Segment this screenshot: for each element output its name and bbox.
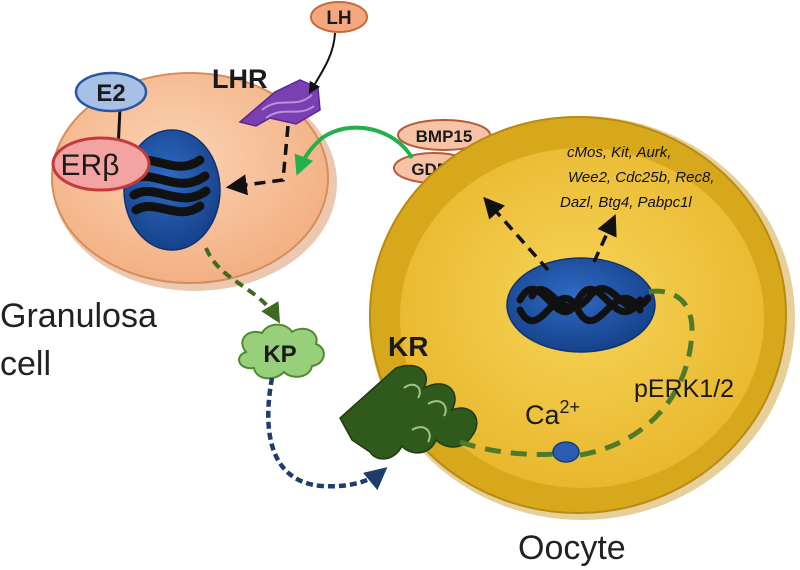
granulosa-label-line-1: Granulosa (0, 297, 157, 335)
gene-list-line-3: Dazl, Btg4, Pabpc1l (560, 194, 692, 211)
bmp15-label: BMP15 (416, 127, 473, 146)
lh-label: LH (326, 8, 351, 29)
lhr-to-nucleus-arrow (225, 125, 290, 196)
kisspeptin-receptor-icon (339, 364, 478, 460)
oocyte-label: Oocyte (518, 529, 626, 567)
gene-list-line-2: Wee2, Cdc25b, Rec8, (568, 169, 714, 186)
calcium-charge: 2+ (560, 397, 581, 417)
kp-to-kr-arrow (266, 377, 388, 491)
chromatin-icon (516, 285, 652, 325)
kp-label: KP (263, 341, 296, 368)
er-beta-receptor: ERβ (51, 107, 151, 192)
perk-label: pERK1/2 (634, 375, 734, 403)
gdf9-to-granulosa-arrow (294, 125, 414, 176)
lhr-label: LHR (212, 64, 268, 94)
calcium-dot (552, 441, 580, 463)
gene-list-line-1: cMos, Kit, Aurk, (567, 144, 671, 161)
bmp15-pill: BMP15 (397, 119, 491, 151)
kr-to-ca-dashed (459, 439, 557, 457)
er-label: ER (61, 149, 103, 182)
calcium-base: Ca (525, 400, 560, 430)
granulosa-label-line-2: cell (0, 345, 51, 383)
er-beta-symbol: β (102, 149, 119, 182)
lh-to-lhr-arrow (308, 32, 336, 95)
nucleus-to-kp-arrow (204, 247, 281, 324)
kr-label: KR (388, 331, 428, 362)
e2-label: E2 (96, 80, 125, 107)
e2-hormone: E2 (74, 71, 148, 113)
calcium-label: Ca2+ (525, 397, 580, 430)
lh-hormone: LH (310, 1, 368, 33)
chromatin-icon (127, 155, 211, 217)
svg-text:ERβ: ERβ (61, 149, 120, 182)
nucleus-to-gdf9-arrow (483, 196, 550, 272)
lhr-receptor-icon (238, 79, 321, 127)
nucleus-to-genes-arrow (592, 214, 617, 263)
kp-cloud: KP (238, 323, 325, 380)
